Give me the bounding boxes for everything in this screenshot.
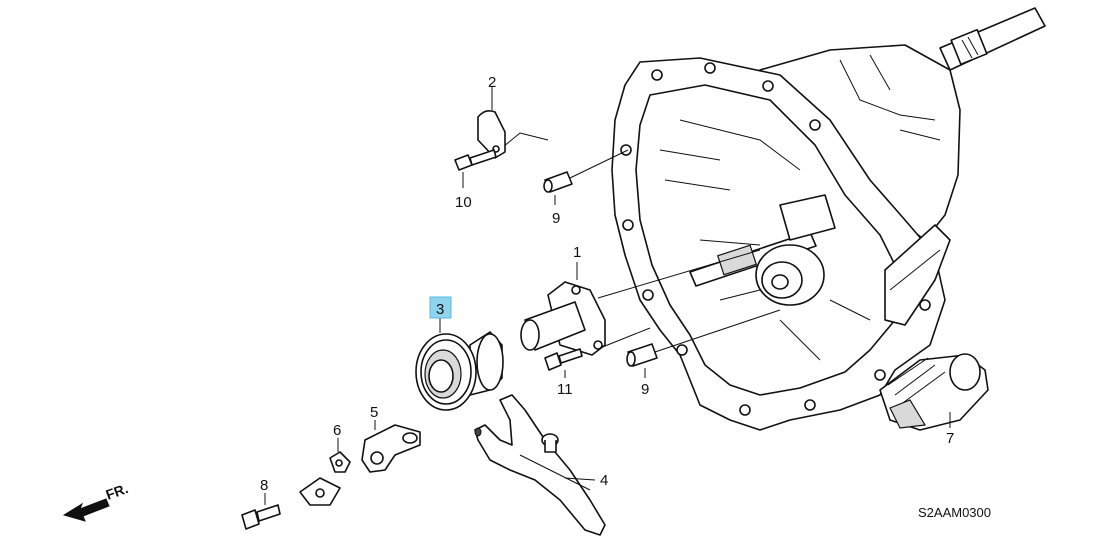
callout-6: 6 — [333, 422, 341, 439]
part-10-bolt — [454, 149, 497, 188]
part-11-bolt — [544, 348, 583, 378]
front-label: FR. — [104, 480, 131, 503]
front-arrow-icon — [62, 498, 110, 522]
callout-10: 10 — [455, 194, 472, 211]
part-2-cover-plate — [477, 87, 506, 159]
part-6-clip — [329, 438, 351, 473]
callout-4: 4 — [600, 472, 608, 489]
callout-11: 11 — [557, 381, 573, 398]
clutch-housing — [611, 7, 1046, 431]
diagram-code: S2AAM0300 — [918, 505, 991, 520]
callout-9-upper: 9 — [552, 210, 560, 227]
part-4-release-fork — [474, 394, 606, 536]
callout-3-highlight — [429, 296, 452, 319]
part-9-dowel-pin-lower — [626, 343, 658, 378]
part-3-release-bearing — [415, 318, 504, 411]
housing-side-bracket — [884, 224, 951, 326]
part-7-dust-boot — [879, 353, 989, 431]
callout-3: 3 — [436, 301, 444, 318]
callout-7: 7 — [946, 430, 954, 447]
flange-bolt-holes — [620, 62, 931, 416]
input-shaft — [939, 7, 1046, 71]
callout-5: 5 — [370, 404, 378, 421]
callout-1: 1 — [573, 244, 581, 261]
callout-8: 8 — [260, 477, 268, 494]
part-1-release-guide — [520, 262, 606, 356]
part-8-bolt-assembly — [241, 477, 341, 530]
part-5-pivot-bracket — [361, 420, 421, 473]
release-guide-hub — [755, 244, 825, 306]
alignment-lines — [502, 132, 781, 353]
part-9-dowel-pin-upper — [543, 171, 573, 205]
callout-9-lower: 9 — [641, 381, 649, 398]
front-direction-indicator: FR. — [62, 480, 131, 522]
callout-2: 2 — [488, 74, 496, 91]
callout-labels: 2 10 9 1 3 11 9 5 6 7 4 8 — [260, 74, 954, 494]
